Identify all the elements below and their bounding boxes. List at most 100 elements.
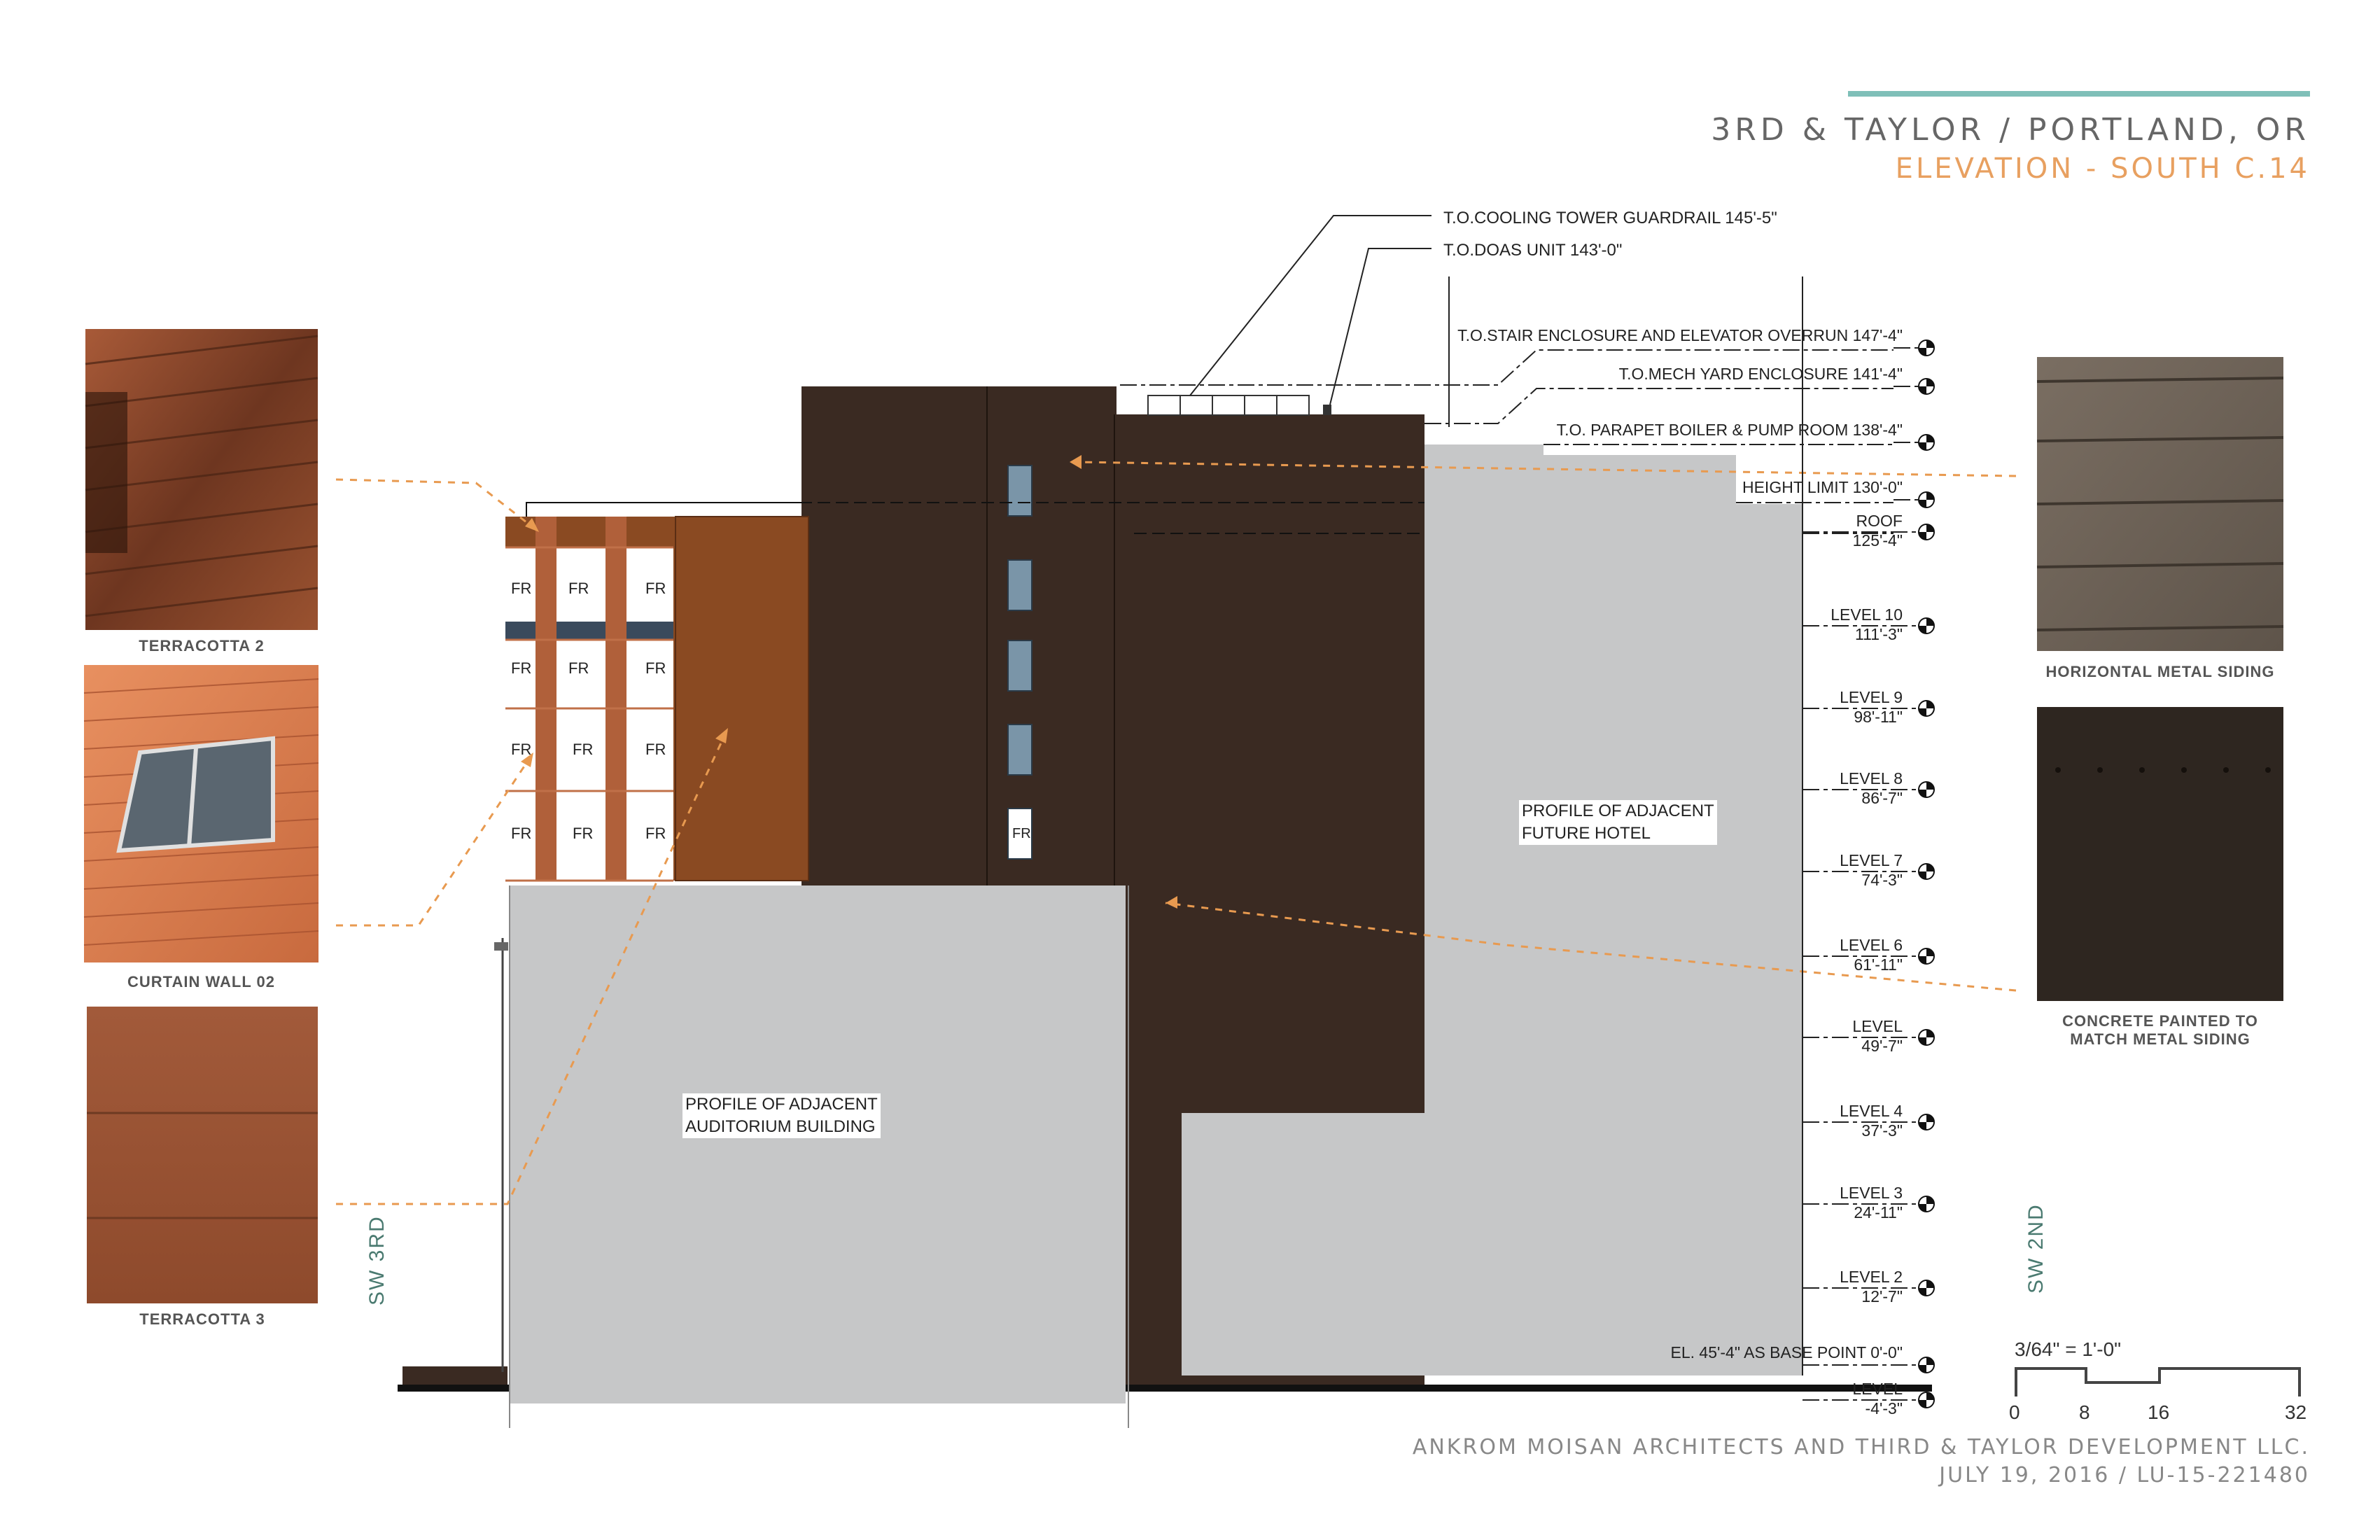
profile-label-auditorium: PROFILE OF ADJACENT AUDITORIUM BUILDING: [682, 1093, 881, 1138]
footer-firm: ANKROM MOISAN ARCHITECTS AND THIRD & TAY…: [1412, 1435, 2310, 1460]
level-datum-icon: [1918, 1029, 1935, 1046]
profile-label-line: PROFILE OF ADJACENT: [685, 1095, 878, 1114]
level-label: T.O.STAIR ENCLOSURE AND ELEVATOR OVERRUN…: [1457, 326, 1903, 345]
fr-tag: FR: [645, 659, 666, 677]
level-elevation: 37'-3": [1861, 1121, 1903, 1140]
level-elevation: 74'-3": [1861, 871, 1903, 889]
scale-label: 3/64" = 1'-0": [2015, 1338, 2122, 1360]
level-datum-icon: [1918, 1392, 1935, 1408]
level-datum-icon: [1918, 524, 1935, 540]
fr-tag: FR: [511, 825, 532, 842]
swatch-curtain-wall-02: [83, 665, 319, 962]
level-datum-icon: [1918, 378, 1935, 395]
level-datum-icon: [1918, 1357, 1935, 1373]
level-name: LEVEL 2: [1840, 1268, 1903, 1286]
swatch-concrete-painted: [2037, 707, 2283, 1001]
level-label: HEIGHT LIMIT 130'-0": [1742, 477, 1903, 497]
level-label: EL. 45'-4" AS BASE POINT 0'-0": [1670, 1343, 1903, 1362]
level-name: HEIGHT LIMIT 130'-0": [1742, 478, 1903, 496]
level-elevation: 12'-7": [1861, 1287, 1903, 1306]
level-elevation: 98'-11": [1854, 708, 1903, 726]
fr-tag: FR: [645, 825, 666, 842]
level-datum-icon: [1918, 1114, 1935, 1130]
level-datum-icon: [1918, 700, 1935, 717]
title-accent-bar: [1848, 91, 2310, 97]
level-elevation: -4'-3": [1865, 1399, 1903, 1418]
material-leaders: [335, 461, 2017, 1205]
swatch-label: MATCH METAL SIDING: [2070, 1030, 2250, 1048]
level-name: LEVEL 10: [1830, 606, 1903, 624]
profile-label-line: AUDITORIUM BUILDING: [685, 1117, 876, 1136]
profile-future-hotel: [1182, 444, 1802, 1376]
sheet-title: ELEVATION - SOUTH C.14: [1895, 153, 2310, 185]
level-label: LEVEL 7 74'-3": [1840, 850, 1903, 890]
profile-label-line: FUTURE HOTEL: [1522, 824, 1651, 843]
level-name: LEVEL 4: [1840, 1102, 1903, 1120]
footer-date: JULY 19, 2016 / LU-15-221480: [1939, 1463, 2310, 1488]
level-elevation: 111'-3": [1855, 625, 1903, 643]
level-name: LEVEL 7: [1840, 851, 1903, 869]
swatch-terracotta-2: [85, 329, 318, 630]
callout-cooling-tower: T.O.COOLING TOWER GUARDRAIL 145'-5": [1443, 209, 1777, 227]
level-datum-icon: [1918, 1280, 1935, 1296]
street-label-right: SW 2ND: [2024, 1203, 2047, 1294]
callout-doas: T.O.DOAS UNIT 143'-0": [1443, 241, 1623, 260]
level-elevation: 86'-7": [1861, 789, 1903, 807]
level-datum-icon: [1918, 781, 1935, 798]
scale-tick: 8: [2079, 1401, 2090, 1423]
project-title: 3RD & TAYLOR / PORTLAND, OR: [1711, 112, 2310, 148]
fr-tag: FR: [511, 659, 532, 677]
level-label: LEVEL 9 98'-11": [1840, 687, 1903, 727]
fr-tag: FR: [573, 825, 594, 842]
street-label-left: SW 3RD: [365, 1215, 388, 1306]
level-datum-icon: [1918, 863, 1935, 880]
swatch-label: CONCRETE PAINTED TO: [2062, 1012, 2258, 1030]
level-label: T.O. PARAPET BOILER & PUMP ROOM 138'-4": [1557, 420, 1903, 440]
fr-tag: FR: [1012, 826, 1031, 841]
level-name: LEVEL 8: [1840, 769, 1903, 788]
level-markers: [1802, 340, 1935, 1408]
fr-tag: FR: [568, 580, 589, 597]
level-datum-icon: [1918, 340, 1935, 356]
scale-tick: 0: [2009, 1401, 2020, 1423]
profile-label-line: PROFILE OF ADJACENT: [1522, 802, 1714, 820]
level-name: LEVEL 6: [1840, 936, 1903, 954]
swatch-label: TERRACOTTA 3: [139, 1310, 265, 1328]
graphic-scale-bar: [2015, 1367, 2301, 1396]
level-datum-icon: [1918, 1196, 1935, 1212]
level-name: LEVEL: [1852, 1380, 1903, 1398]
level-name: EL. 45'-4" AS BASE POINT 0'-0": [1670, 1343, 1903, 1362]
level-name: T.O.STAIR ENCLOSURE AND ELEVATOR OVERRUN…: [1457, 326, 1903, 344]
scale-tick: 16: [2148, 1401, 2170, 1423]
swatch-horizontal-metal-siding: [2036, 357, 2284, 651]
fr-tag: FR: [511, 741, 532, 758]
swatch-terracotta-3: [87, 1007, 318, 1303]
level-name: LEVEL 9: [1840, 688, 1903, 706]
level-name: ROOF: [1856, 512, 1903, 530]
swatch-label: HORIZONTAL METAL SIDING: [2045, 663, 2275, 680]
level-datum-icon: [1918, 491, 1935, 508]
fr-tag: FR: [645, 580, 666, 597]
level-datum-icon: [1918, 434, 1935, 451]
level-elevation: 125'-4": [1852, 531, 1903, 550]
level-datum-icon: [1918, 617, 1935, 634]
swatch-label: TERRACOTTA 2: [139, 637, 265, 654]
level-name: LEVEL 3: [1840, 1184, 1903, 1202]
leader-arrowheads: [521, 455, 1177, 909]
level-datum-icon: [1918, 948, 1935, 965]
fr-tag: FR: [511, 580, 532, 597]
profile-label-hotel: PROFILE OF ADJACENT FUTURE HOTEL: [1519, 800, 1717, 845]
level-name: T.O. PARAPET BOILER & PUMP ROOM 138'-4": [1556, 421, 1903, 439]
fr-tag: FR: [645, 741, 666, 758]
level-label: LEVEL-4'-3": [1852, 1379, 1903, 1418]
profile-auditorium: [494, 886, 1129, 1428]
